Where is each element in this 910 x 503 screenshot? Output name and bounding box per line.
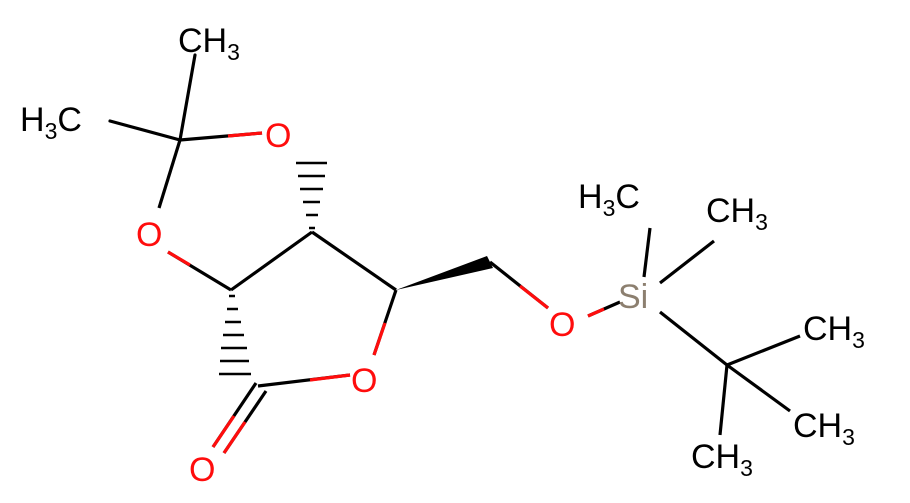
atom-label-ch3-tbu-1: CH3	[803, 310, 865, 353]
atom-label-h3c-si: H3C	[578, 178, 640, 221]
bond-ctb-ch3a	[726, 334, 801, 367]
bond-olactone-seg2	[309, 373, 351, 382]
atom-label-o-carbonyl: O	[189, 451, 215, 489]
bond-ctb-ch3c	[718, 364, 729, 436]
atom-label-ch3-tbu-3: CH3	[691, 438, 753, 481]
atom-label-o-lactone: O	[351, 362, 377, 400]
bond-cq-oleft	[157, 139, 182, 209]
bonds-o-segments	[167, 131, 605, 454]
bond-si-ctb	[659, 310, 728, 367]
atom-label-ch3-top: CH3	[178, 22, 240, 65]
bond-c2-c3	[230, 230, 313, 292]
atom-label-h3c-left: H3C	[20, 101, 82, 144]
bond-c3-c4	[311, 230, 397, 292]
hashed-wedge-c2-c1	[219, 294, 251, 376]
bond-oether-seg	[519, 284, 549, 310]
atom-label-si: Si	[618, 278, 648, 316]
bonds	[108, 53, 197, 142]
solid-wedge-c4-ch2	[396, 256, 493, 290]
atom-label-o-ring-left: O	[136, 216, 162, 254]
atom-label-ch3-si: CH3	[706, 192, 768, 235]
atom-label-ch3-tbu-2: CH3	[793, 407, 855, 450]
bond-carbonyl-seg-a	[211, 415, 236, 448]
bond-cq-h3c	[108, 119, 182, 142]
atom-label-o-ring-top: O	[265, 117, 291, 155]
bond-oether-si-seg	[587, 307, 605, 318]
atom-label-o-ether: O	[549, 306, 575, 344]
bond-cq-ch3top	[178, 53, 197, 142]
bond-ctb-ch3b	[726, 363, 791, 413]
bond-oleft-seg	[167, 250, 191, 267]
bond-si-h3c	[642, 227, 652, 278]
bonds-2	[157, 131, 801, 454]
bond-otop-seg	[227, 131, 263, 138]
bond-carbonyl-seg-b	[222, 421, 247, 454]
bond-si-ch3	[659, 239, 715, 285]
bond-olactone-seg	[372, 322, 387, 356]
hashed-wedge-c3-otop	[296, 161, 327, 230]
